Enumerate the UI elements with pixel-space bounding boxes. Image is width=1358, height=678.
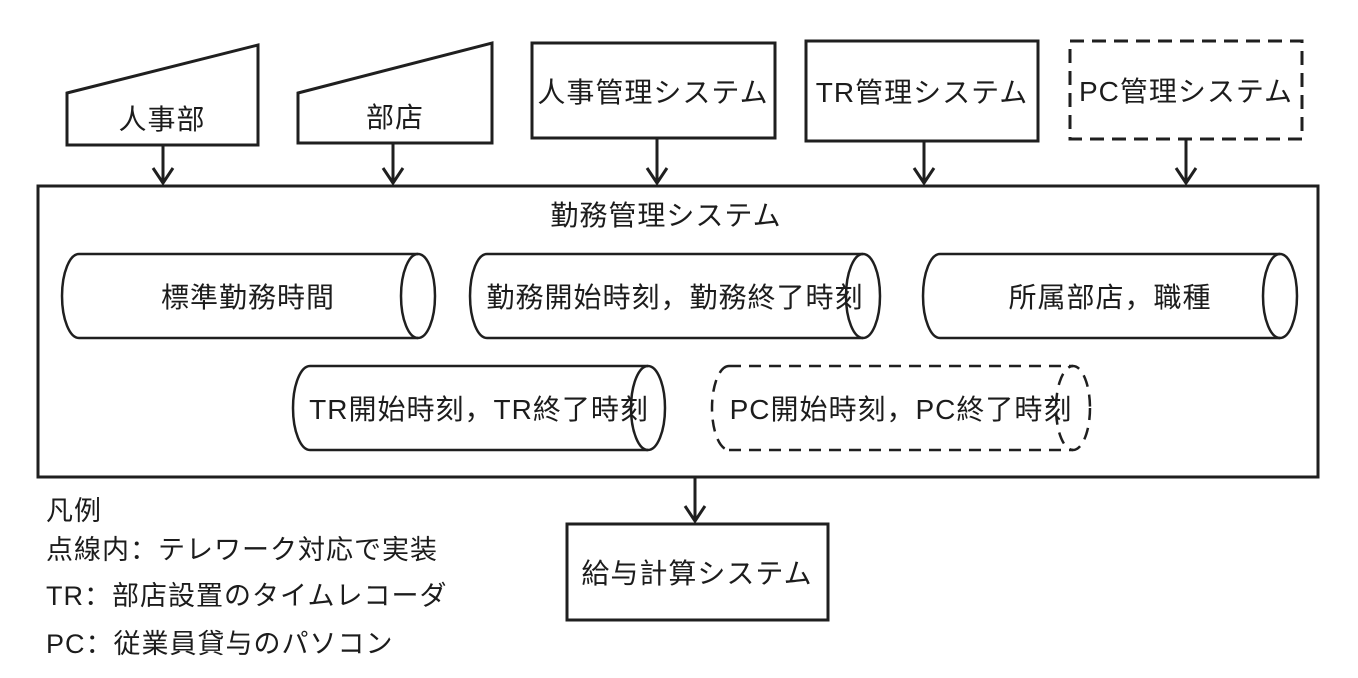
tr-times-cylinder: [291, 364, 667, 452]
branch-job-cylinder: [921, 252, 1299, 340]
hr-dept-label: 人事部: [118, 104, 206, 135]
attendance-system-title: 勤務管理システム: [550, 200, 782, 231]
legend-title: 凡例: [46, 496, 102, 526]
work-times-label: 勤務開始時刻，勤務終了時刻: [486, 282, 864, 313]
tr-system-box: [804, 39, 1040, 143]
standard-hours-label: 標準勤務時間: [160, 282, 336, 313]
pc-times-cylinder-dashed: [710, 364, 1092, 452]
legend-item-tr: TR：部店設置のタイムレコーダ: [46, 581, 448, 611]
pc-system-label: PC管理システム: [1078, 76, 1294, 107]
hr-system-label: 人事管理システム: [537, 77, 769, 108]
standard-hours-cylinder: [60, 252, 437, 340]
pc-times-label: PC開始時刻，PC終了時刻: [729, 394, 1073, 425]
arrow-hr-dept: [151, 146, 175, 186]
branch-job-label: 所属部店，職種: [1008, 282, 1212, 313]
payroll-system-box: [565, 522, 830, 622]
arrow-branch: [381, 144, 405, 186]
arrow-pc-system: [1174, 140, 1198, 186]
branch-trapezoid: [296, 41, 494, 145]
attendance-system-box: [36, 184, 1320, 479]
tr-system-label: TR管理システム: [815, 77, 1029, 108]
work-times-cylinder: [468, 252, 882, 340]
branch-label: 部店: [365, 102, 425, 133]
arrow-hr-system: [645, 139, 669, 186]
arrow-payroll: [683, 478, 707, 524]
hr-system-box: [530, 41, 777, 140]
arrow-tr-system: [912, 142, 936, 186]
pc-system-box-dashed: [1068, 39, 1304, 141]
legend-item-dashed: 点線内：テレワーク対応で実装: [46, 535, 438, 565]
tr-times-label: TR開始時刻，TR終了時刻: [309, 394, 649, 425]
legend-item-pc: PC：従業員貸与のパソコン: [46, 629, 394, 659]
hr-dept-trapezoid: [65, 43, 260, 147]
payroll-system-label: 給与計算システム: [581, 558, 813, 589]
